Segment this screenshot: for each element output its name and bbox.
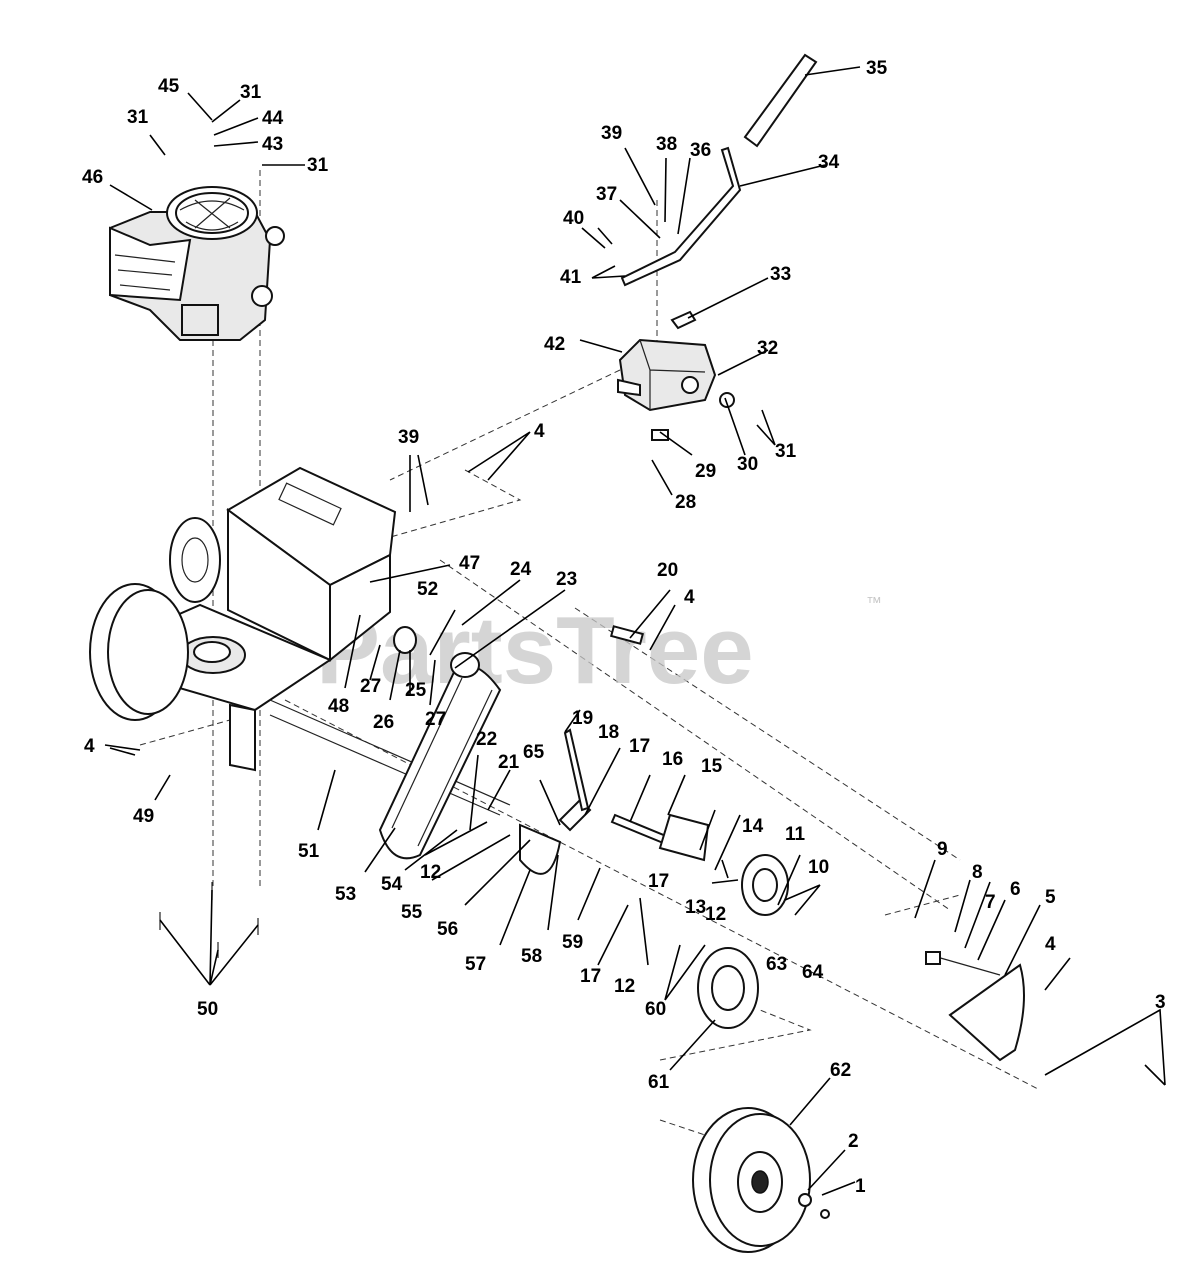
callout-39-top: 39: [601, 123, 622, 144]
callout-45: 45: [158, 76, 180, 97]
callout-44: 44: [262, 108, 284, 129]
callout-38: 38: [656, 134, 677, 155]
callout-50: 50: [197, 999, 218, 1020]
belt-guard: [925, 951, 1025, 1062]
callout-25: 25: [405, 680, 427, 701]
callout-28: 28: [675, 492, 696, 513]
callout-43: 43: [262, 134, 283, 155]
callout-19: 19: [572, 708, 593, 729]
callout-35: 35: [866, 58, 888, 79]
callout-36: 36: [690, 140, 711, 161]
callout-4-hood: 4: [1045, 934, 1056, 955]
callout-4-left: 4: [84, 736, 95, 757]
callout-23: 23: [556, 569, 577, 590]
leader-lines: [104, 66, 1166, 1196]
callout-14: 14: [742, 816, 764, 837]
callout-labels: 1 2 3 4 5 6 7 8 9 10 11 12 13 14 15 16 1…: [82, 58, 1166, 1197]
callout-22: 22: [476, 729, 497, 750]
callout-34: 34: [818, 152, 840, 173]
handle-assembly: [620, 53, 818, 441]
left-wheels: [89, 517, 221, 721]
callout-40: 40: [563, 208, 584, 229]
callout-8: 8: [972, 862, 983, 883]
callout-58: 58: [521, 946, 542, 967]
callout-55: 55: [401, 902, 423, 923]
drive-wheel: [692, 1107, 830, 1253]
callout-46: 46: [82, 167, 103, 188]
callout-9: 9: [937, 839, 948, 860]
callout-39-frame: 39: [398, 427, 419, 448]
callout-53: 53: [335, 884, 356, 905]
callout-27-right: 27: [425, 709, 446, 730]
callout-17-right: 17: [648, 871, 669, 892]
callout-51: 51: [298, 841, 320, 862]
callout-30: 30: [737, 454, 758, 475]
callout-18: 18: [598, 722, 619, 743]
callout-1: 1: [855, 1176, 866, 1197]
callout-64: 64: [802, 962, 824, 983]
callout-42: 42: [544, 334, 565, 355]
callout-52: 52: [417, 579, 438, 600]
callout-47: 47: [459, 553, 480, 574]
gearbox-housing: [617, 338, 717, 412]
callout-5: 5: [1045, 887, 1056, 908]
callout-31-engine: 31: [127, 107, 149, 128]
callout-60: 60: [645, 999, 666, 1020]
callout-29: 29: [695, 461, 716, 482]
callout-26: 26: [373, 712, 394, 733]
callout-6: 6: [1010, 879, 1021, 900]
callout-17-bottom: 17: [580, 966, 601, 987]
callout-13: 13: [685, 897, 706, 918]
pulleys: [393, 626, 789, 1029]
callout-3: 3: [1155, 992, 1166, 1013]
callout-20: 20: [657, 560, 678, 581]
callout-27-left: 27: [360, 676, 381, 697]
callout-31-top: 31: [240, 82, 262, 103]
callout-7: 7: [985, 892, 996, 913]
callout-62: 62: [830, 1060, 851, 1081]
callout-37: 37: [596, 184, 617, 205]
callout-12-bottom: 12: [614, 976, 635, 997]
callout-15: 15: [701, 756, 723, 777]
frame-bolts: [159, 882, 259, 958]
callout-10: 10: [808, 857, 829, 878]
watermark-text: PartsTree: [316, 597, 754, 704]
callout-33: 33: [770, 264, 791, 285]
callout-49: 49: [133, 806, 154, 827]
engine: [109, 186, 285, 341]
callout-17-top: 17: [629, 736, 650, 757]
callout-54: 54: [381, 874, 403, 895]
callout-21: 21: [498, 752, 520, 773]
callout-65: 65: [523, 742, 545, 763]
callout-31-gearbox: 31: [775, 441, 797, 462]
callout-12-left: 12: [420, 862, 441, 883]
callout-24: 24: [510, 559, 532, 580]
callout-4-bracket: 4: [684, 587, 695, 608]
callout-2: 2: [848, 1131, 859, 1152]
callout-31-right: 31: [307, 155, 329, 176]
callout-63: 63: [766, 954, 787, 975]
callout-16: 16: [662, 749, 683, 770]
callout-56: 56: [437, 919, 458, 940]
callout-11: 11: [785, 824, 806, 845]
callout-61: 61: [648, 1072, 670, 1093]
callout-4-frame: 4: [534, 421, 545, 442]
callout-57: 57: [465, 954, 486, 975]
drive-shaft: [519, 625, 710, 875]
callout-12-pulley: 12: [705, 904, 726, 925]
callout-48: 48: [328, 696, 349, 717]
callout-41: 41: [560, 267, 582, 288]
callout-59: 59: [562, 932, 583, 953]
watermark-trademark: ™: [866, 595, 882, 612]
callout-32: 32: [757, 338, 778, 359]
